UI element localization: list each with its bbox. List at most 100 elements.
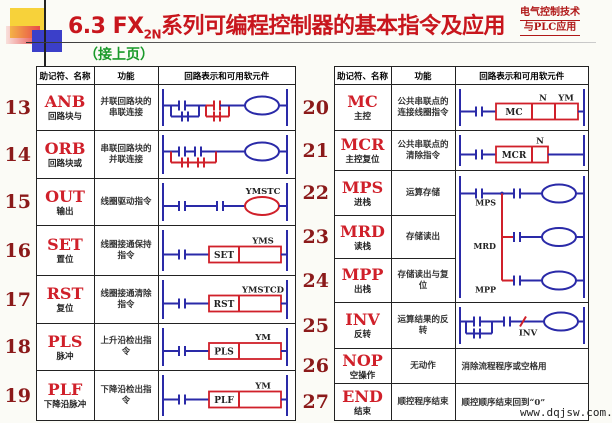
- row-number: 23: [302, 226, 329, 248]
- function-cell: 下降沿检出指令: [93, 370, 159, 421]
- mnemonic: ANB: [44, 92, 86, 111]
- page-title: 6.3 FX2N系列可编程控制器的基本指令及应用: [68, 14, 506, 42]
- contact-icon: [502, 316, 511, 327]
- row-number: 13: [4, 96, 31, 119]
- mnemonic-name: 读栈: [353, 241, 371, 252]
- contact-icon: [193, 146, 202, 157]
- svg-text:MRD: MRD: [473, 241, 496, 251]
- row-number: 21: [302, 139, 329, 162]
- contact-icon: [177, 298, 186, 309]
- contact-icon: [472, 328, 481, 339]
- mnemonic: INV: [345, 310, 380, 329]
- decor-vertical-line: [44, 0, 46, 80]
- contact-icon: [177, 394, 186, 405]
- circuit-cell: SET YMS: [157, 225, 296, 276]
- circuit-cell: INV: [454, 302, 589, 349]
- row-number: 26: [302, 355, 329, 377]
- svg-text:SET: SET: [213, 251, 233, 261]
- function-cell: 并联回路块的串联连接: [93, 84, 159, 131]
- ladder-diagram: [161, 135, 288, 174]
- function-cell: 串联回路块的并联连接: [93, 130, 159, 179]
- contact-icon: [180, 157, 189, 168]
- mnemonic: OUT: [45, 186, 85, 206]
- mnemonic-name: 输出: [56, 206, 74, 217]
- svg-text:N: N: [536, 137, 544, 147]
- mnemonic-name: 置位: [56, 255, 74, 265]
- contact-icon: [177, 146, 186, 157]
- svg-text:MPS: MPS: [475, 197, 496, 207]
- course-label: 电气控制技术与PLC应用: [520, 6, 580, 36]
- mnemonic-name: 反转: [353, 330, 371, 340]
- row-number: 24: [302, 269, 329, 292]
- col-circuit: 回路表示和可用软元件: [454, 66, 589, 85]
- row-number: 17: [4, 288, 31, 311]
- svg-text:INV: INV: [518, 329, 537, 339]
- circuit-cell: YMSTC: [157, 178, 296, 226]
- function-cell: 存储读出与复位: [390, 258, 456, 303]
- row-number: 22: [302, 182, 329, 204]
- row-number: 14: [4, 143, 31, 166]
- svg-text:YMSTCD: YMSTCD: [240, 286, 284, 296]
- title-underline: [26, 42, 596, 43]
- mnemonic: MPP: [341, 265, 384, 284]
- circuit-text: 顺控顺序结束回到“0”: [454, 383, 589, 421]
- contact-icon: [512, 187, 521, 198]
- coil-icon: [540, 182, 577, 203]
- mnemonic-name: 进栈: [353, 197, 371, 208]
- mnemonic-name: 脉冲: [56, 351, 74, 362]
- ladder-diagram: [161, 89, 288, 126]
- col-circuit: 回路表示和可用软元件: [157, 66, 296, 85]
- mnemonic: PLF: [47, 380, 83, 399]
- mnemonic-name: 出栈: [353, 285, 371, 295]
- contact-icon: [474, 149, 483, 160]
- svg-text:RST: RST: [213, 300, 234, 310]
- contact-icon: [472, 316, 481, 327]
- mnemonic: NOP: [342, 350, 383, 370]
- svg-text:YMS: YMS: [251, 237, 274, 247]
- circuit-cell: [157, 130, 296, 179]
- mnemonic-name: 结束: [353, 406, 371, 417]
- mnemonic: MRD: [340, 221, 385, 241]
- decor-square-blue: [32, 30, 62, 52]
- contact-icon: [177, 201, 186, 211]
- function-cell: 公共串联点的清除指令: [390, 130, 456, 171]
- contact-icon: [196, 157, 205, 168]
- function-cell: 上升沿检出指令: [93, 323, 159, 371]
- svg-text:YM: YM: [254, 333, 271, 343]
- coil-icon: [542, 311, 579, 332]
- continued-label: （接上页）: [84, 47, 154, 63]
- mnemonic: RST: [46, 284, 84, 303]
- mnemonic-name: 回路块与: [47, 112, 82, 122]
- contact-icon: [177, 346, 186, 356]
- row-number: 18: [4, 336, 31, 358]
- decor-bar-red: [6, 26, 40, 44]
- contact-icon: [474, 106, 483, 117]
- mnemonic: PLS: [47, 331, 83, 351]
- row-number: 19: [4, 384, 31, 407]
- ladder-diagram: SET YMS: [161, 230, 288, 271]
- row-number: 20: [302, 96, 329, 119]
- mnemonic: MPS: [341, 177, 384, 197]
